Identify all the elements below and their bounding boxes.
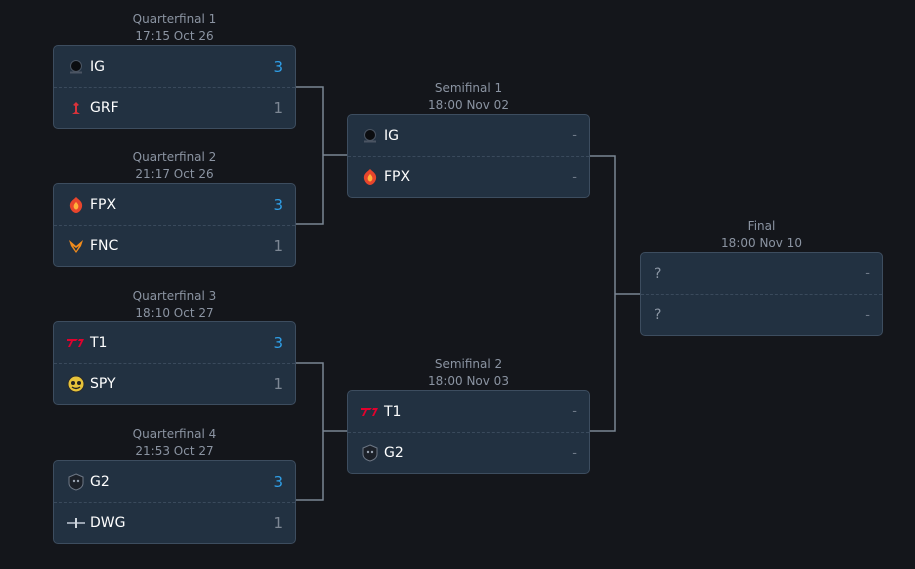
quarterfinal-1-header: Quarterfinal 1 17:15 Oct 26 (53, 11, 296, 45)
team-row[interactable]: T1 - (348, 391, 589, 432)
quarterfinal-2-header: Quarterfinal 2 21:17 Oct 26 (53, 149, 296, 183)
team-score: 1 (273, 375, 283, 393)
match-time: 18:00 Nov 03 (428, 374, 509, 388)
match-title: Semifinal 1 (434, 81, 503, 95)
match-time: 18:00 Nov 10 (721, 236, 802, 250)
team-score: 1 (273, 99, 283, 117)
team-name: IG (90, 58, 105, 75)
team-row[interactable]: SPY 1 (54, 363, 295, 404)
team-name: G2 (90, 473, 110, 490)
team-row[interactable]: IG 3 (54, 46, 295, 87)
match-title: Quarterfinal 3 (132, 289, 217, 303)
team-row[interactable]: FPX - (348, 156, 589, 197)
match-time: 21:17 Oct 26 (135, 167, 214, 181)
team-name: SPY (90, 376, 116, 392)
ig-logo-icon (67, 58, 85, 76)
team-row[interactable]: ? - (641, 253, 882, 294)
match-title: Quarterfinal 4 (132, 427, 217, 441)
team-score: - (572, 169, 577, 185)
quarterfinal-4-header: Quarterfinal 4 21:53 Oct 27 (53, 426, 296, 460)
quarterfinal-1-card[interactable]: IG 3 GRF 1 (53, 45, 296, 129)
team-name: FNC (90, 238, 119, 254)
quarterfinal-3-card[interactable]: T1 3 SPY 1 (53, 321, 296, 405)
final-card[interactable]: ? - ? - (640, 252, 883, 336)
dwg-logo-icon (67, 514, 85, 532)
semifinal-1-card[interactable]: IG - FPX - (347, 114, 590, 198)
semifinal-2-card[interactable]: T1 - G2 - (347, 390, 590, 474)
match-title: Quarterfinal 1 (132, 12, 217, 26)
grf-logo-icon (67, 99, 85, 117)
team-row[interactable]: ? - (641, 294, 882, 335)
g2-logo-icon (361, 444, 379, 462)
quarterfinal-4-card[interactable]: G2 3 DWG 1 (53, 460, 296, 544)
team-row[interactable]: DWG 1 (54, 502, 295, 543)
team-score: 3 (273, 472, 283, 491)
team-row[interactable]: FNC 1 (54, 225, 295, 266)
ig-logo-icon (361, 127, 379, 145)
semifinal-1-header: Semifinal 1 18:00 Nov 02 (347, 80, 590, 114)
team-score: - (865, 266, 870, 281)
semifinal-2-header: Semifinal 2 18:00 Nov 03 (347, 356, 590, 390)
team-name: FPX (384, 169, 411, 185)
spy-logo-icon (67, 375, 85, 393)
team-row[interactable]: IG - (348, 115, 589, 156)
team-row[interactable]: GRF 1 (54, 87, 295, 128)
team-row[interactable]: FPX 3 (54, 184, 295, 225)
match-title: Quarterfinal 2 (132, 150, 217, 164)
match-title: Final (747, 219, 776, 233)
team-score: 3 (273, 195, 283, 214)
team-name: ? (654, 307, 662, 323)
team-score: 1 (273, 514, 283, 532)
quarterfinal-3-header: Quarterfinal 3 18:10 Oct 27 (53, 288, 296, 322)
team-name: DWG (90, 515, 126, 531)
team-name: FPX (90, 196, 117, 213)
team-row[interactable]: T1 3 (54, 322, 295, 363)
fpx-logo-icon (67, 196, 85, 214)
team-score: - (572, 128, 577, 143)
match-time: 18:00 Nov 02 (428, 98, 509, 112)
fpx-logo-icon (361, 168, 379, 186)
team-score: - (865, 307, 870, 323)
t1-logo-icon (361, 403, 379, 421)
team-score: 3 (273, 333, 283, 352)
team-name: GRF (90, 100, 119, 116)
team-score: 1 (273, 237, 283, 255)
team-name: G2 (384, 445, 404, 461)
team-name: IG (384, 127, 399, 144)
match-time: 17:15 Oct 26 (135, 29, 214, 43)
match-time: 18:10 Oct 27 (135, 306, 214, 320)
team-score: - (572, 404, 577, 419)
team-score: 3 (273, 57, 283, 76)
team-name: T1 (384, 403, 402, 420)
quarterfinal-2-card[interactable]: FPX 3 FNC 1 (53, 183, 296, 267)
team-row[interactable]: G2 3 (54, 461, 295, 502)
t1-logo-icon (67, 334, 85, 352)
team-row[interactable]: G2 - (348, 432, 589, 473)
fnc-logo-icon (67, 237, 85, 255)
team-name: T1 (90, 334, 108, 351)
match-title: Semifinal 2 (434, 357, 503, 371)
final-header: Final 18:00 Nov 10 (640, 218, 883, 252)
team-score: - (572, 445, 577, 461)
g2-logo-icon (67, 472, 85, 491)
team-name: ? (654, 265, 662, 282)
match-time: 21:53 Oct 27 (135, 444, 214, 458)
